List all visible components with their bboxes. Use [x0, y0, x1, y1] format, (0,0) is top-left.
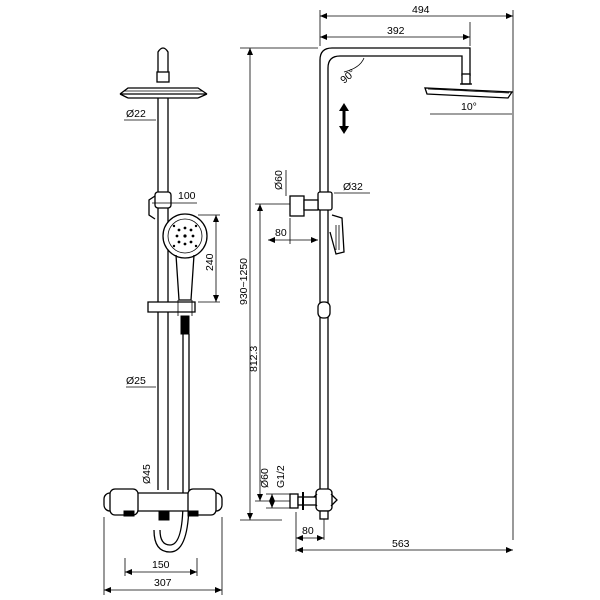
dim-arm-length: 392: [387, 25, 405, 37]
wall-inlet: [289, 493, 299, 509]
dim-arm-angle: 90°: [338, 67, 358, 86]
overhead-shower-head: [119, 87, 208, 99]
dim-total-depth: 563: [392, 538, 410, 550]
side-view-dimensions: 494 392 90° 10° 930~1250 812.3 Ø60 Ø32 8…: [238, 4, 514, 553]
overhead-shower-head-side: [424, 87, 514, 99]
hose: [159, 334, 184, 546]
dim-inlet-thread: G1/2: [275, 465, 287, 488]
dim-height-range: 930~1250: [238, 258, 250, 305]
dim-riser-dia-25: Ø25: [126, 375, 146, 387]
dim-holder-dia: Ø60: [273, 170, 285, 190]
hand-shower-nozzles: [172, 224, 198, 248]
hand-shower-handle: [175, 254, 195, 301]
dim-inlet-dia: Ø60: [259, 468, 271, 488]
dim-head-width: 494: [412, 4, 430, 16]
slider-holder: [154, 191, 172, 209]
inlet-left: [123, 510, 135, 517]
dim-handshower-length: 240: [204, 253, 216, 271]
holder-collar: [289, 195, 305, 217]
side-view: [289, 47, 514, 540]
front-view-dimensions: Ø22 100 240 Ø25 Ø45 150 307: [103, 108, 223, 595]
dim-holder-depth: 80: [275, 227, 287, 239]
front-view: [103, 47, 223, 553]
dim-mixer-width: 307: [154, 577, 172, 589]
shower-head-connector: [156, 71, 170, 83]
dim-centre-distance: 150: [152, 559, 170, 571]
dim-height-812: 812.3: [248, 346, 260, 372]
dim-body-dia-45: Ø45: [141, 464, 153, 484]
mixer-side-body: [315, 488, 333, 512]
riser-and-arm: [319, 47, 471, 490]
dim-riser-dia-top: Ø22: [126, 108, 146, 120]
shower-arm-top: [157, 47, 169, 72]
lower-slider-side: [317, 301, 331, 319]
dim-holder-width: 100: [178, 190, 196, 202]
dim-head-tilt: 10°: [461, 101, 477, 113]
height-adjust-arrow-icon: [339, 103, 349, 134]
dim-riser-dia-32: Ø32: [343, 181, 363, 193]
lower-bracket: [147, 301, 196, 313]
hand-shower-side: [329, 214, 345, 255]
dim-inlet-depth: 80: [302, 525, 314, 537]
